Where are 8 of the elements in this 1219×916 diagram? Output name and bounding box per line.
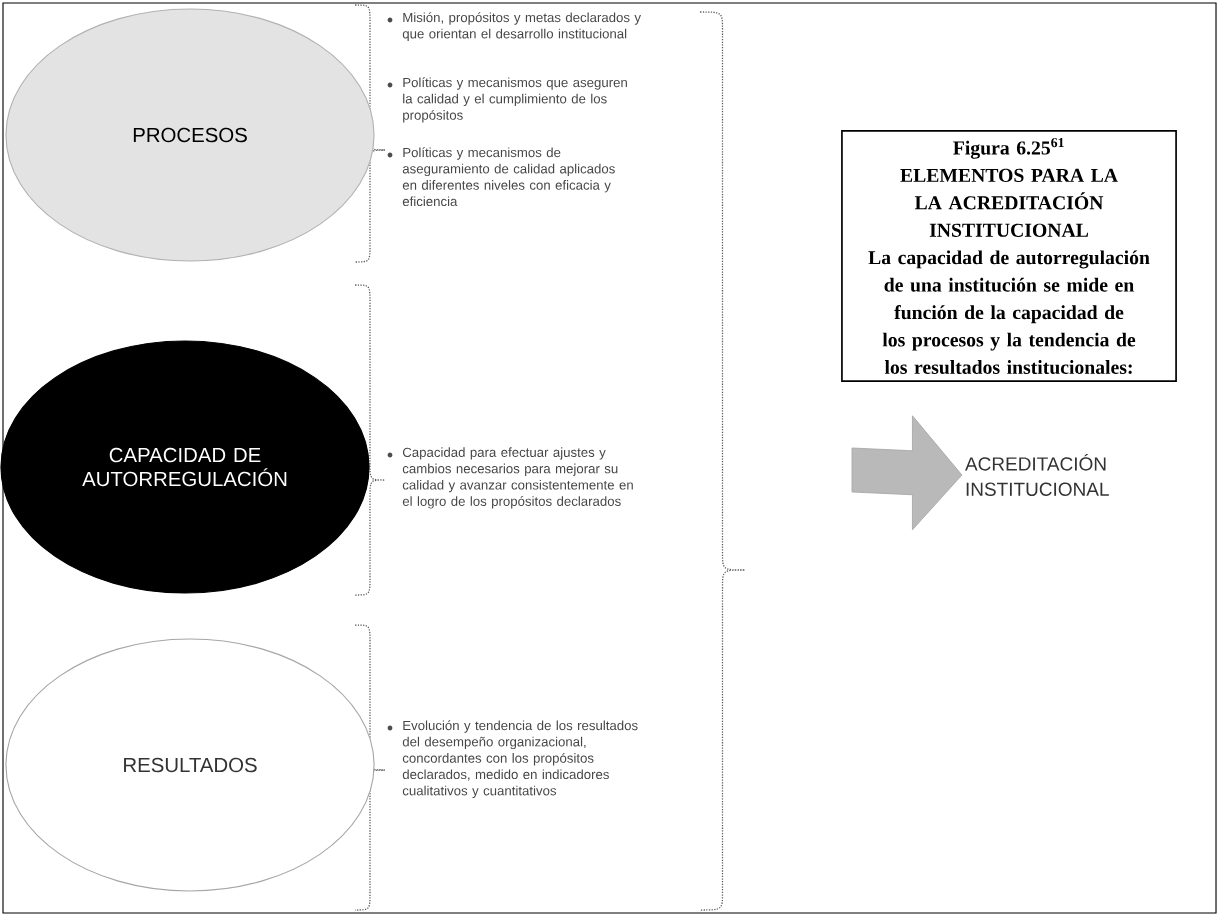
bullet-text: Capacidad para efectuar ajustes y cambios necesarios para mejorar su calidad y avanzar consistentemente en el logro de los propósitos declarados bbox=[402, 447, 633, 509]
block-arrow bbox=[851, 415, 963, 531]
bullet-text: Misión, propósitos y metas declarados y que orientan el desarrollo institucional bbox=[402, 12, 641, 42]
result-text: ACREDITACIÓN INSTITUCIONAL bbox=[965, 454, 1109, 496]
bullet-text: Políticas y mecanismos de aseguramiento de calidad aplicados en diferentes niveles con eficacia y eficiencia bbox=[402, 147, 615, 207]
bullet-text: Evolución y tendencia de los resultados del desempeño organizacional, concordantes con los propósitos declarados, medido en indicadores cualitativos y cuantitativos bbox=[402, 720, 638, 798]
bullet-text: Políticas y mecanismos que aseguren la calidad y el cumplimiento de los propósitos bbox=[403, 77, 627, 123]
caption-box: Figura 6.25$^{61}$ ELEMENTOS PARA LA LA ACREDITACIÓN INSTITUCIONAL La capacidad de autorregulación de una institución se mide en función de la capacidad de los procesos y la tendencia de los resultados institucionales: bbox=[841, 130, 1177, 382]
